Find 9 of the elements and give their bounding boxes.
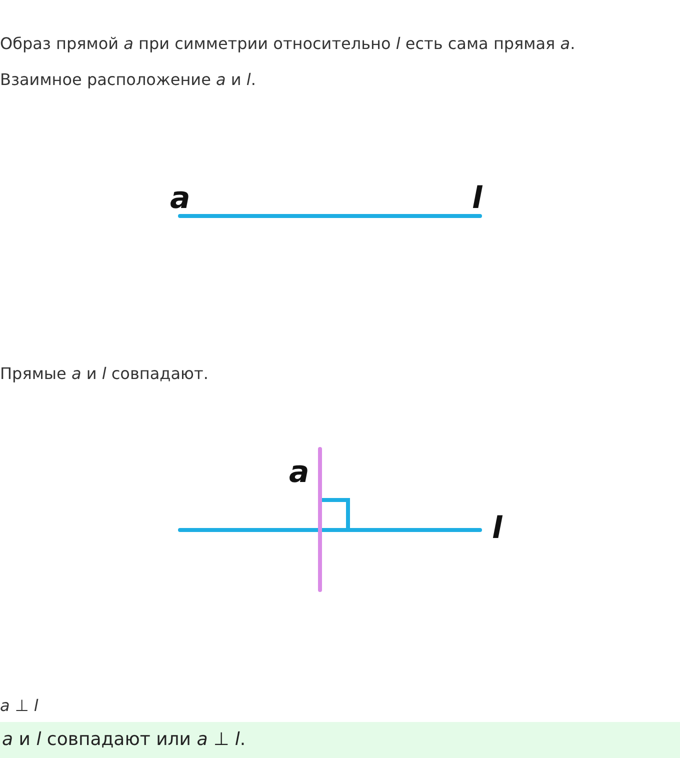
line-label: a (289, 458, 310, 488)
sentence: Образ прямой a при симметрии относительно l есть сама прямая a. (0, 34, 576, 53)
line-label: a (170, 184, 190, 214)
answer-banner: a и l совпадают или a ⊥ l. (0, 722, 680, 758)
line-label: l (472, 184, 482, 214)
sentence: Прямые a и l совпадают. (0, 364, 208, 383)
sentence: a ⊥ l (0, 696, 38, 715)
sentence: Взаимное расположение a и l. (0, 70, 256, 89)
line-label: l (492, 514, 502, 544)
